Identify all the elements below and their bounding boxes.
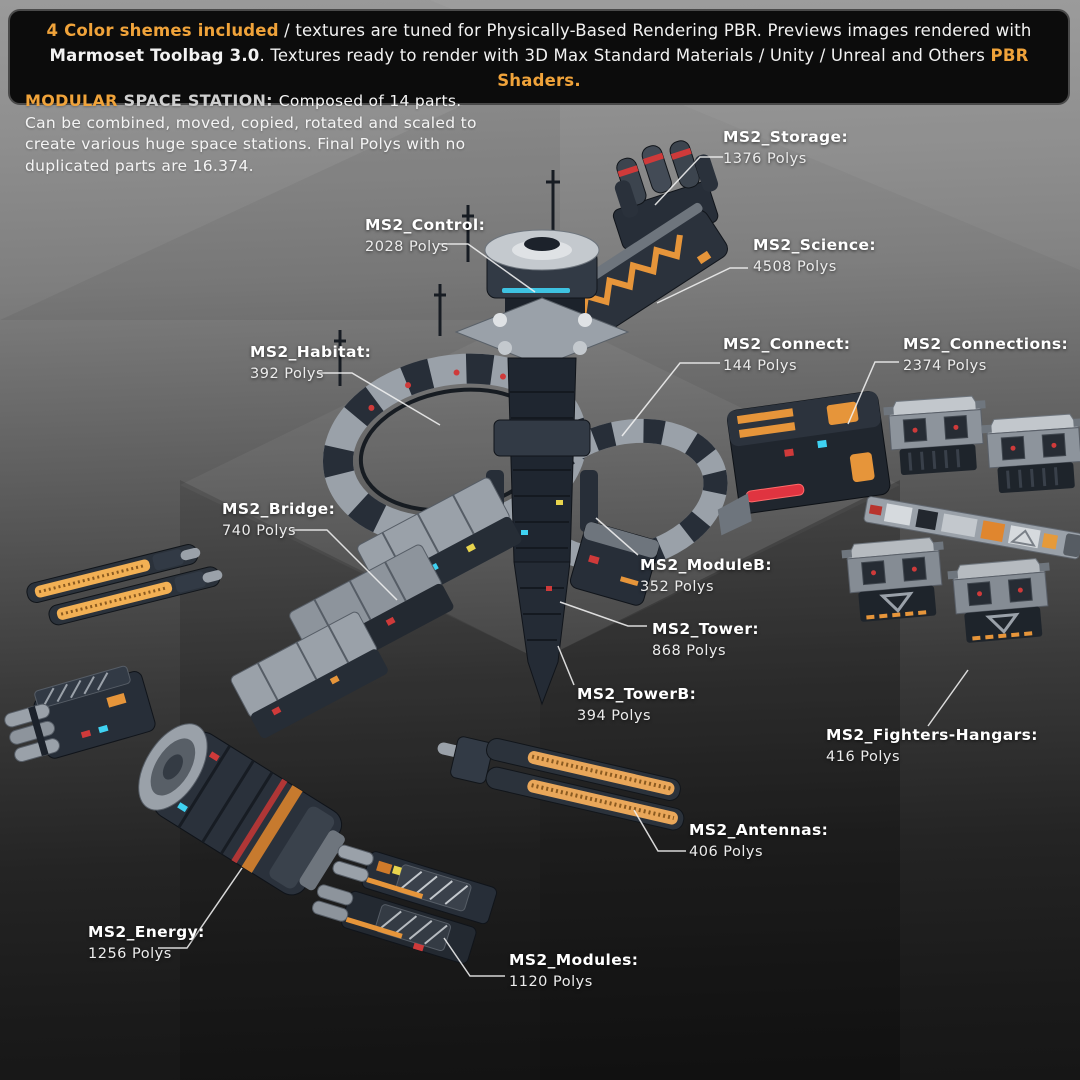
part-polycount: 352 Polys	[640, 579, 715, 595]
intro-text: MODULAR SPACE STATION: Composed of 14 pa…	[25, 90, 480, 178]
part-name: MS2_Storage:	[723, 128, 849, 146]
text-run: Marmoset Toolbag 3.0	[49, 45, 260, 65]
part-label-bridge: MS2_Bridge: 740 Polys	[222, 500, 335, 539]
part-label-connections: MS2_Connections: 2374 Polys	[903, 335, 1068, 374]
part-polycount: 1376 Polys	[723, 151, 807, 167]
part-label-control: MS2_Control: 2028 Polys	[365, 216, 485, 255]
part-polycount: 868 Polys	[652, 643, 727, 659]
part-render-antennas	[437, 736, 685, 831]
part-render-storage	[612, 140, 719, 250]
part-label-connect: MS2_Connect: 144 Polys	[723, 335, 850, 374]
part-name: MS2_Habitat:	[250, 343, 372, 361]
text-run: PBR Shaders.	[497, 45, 1029, 90]
part-name: MS2_Tower:	[652, 620, 759, 638]
part-render-connections-beam	[863, 496, 1080, 560]
part-polycount: 394 Polys	[577, 708, 652, 724]
part-polycount: 4508 Polys	[753, 259, 837, 275]
part-render-module-left	[4, 665, 156, 763]
part-render-hangars	[841, 395, 1080, 643]
part-label-tower: MS2_Tower: 868 Polys	[652, 620, 759, 659]
text-run: 4 Color shemes included	[46, 21, 279, 40]
part-polycount: 144 Polys	[723, 358, 798, 374]
text-run: / textures are tuned for Physically-Base…	[278, 21, 1032, 40]
text-run: SPACE STATION:	[117, 91, 279, 110]
part-render-tower	[486, 357, 598, 706]
part-label-storage: MS2_Storage: 1376 Polys	[723, 128, 848, 167]
info-banner: 4 Color shemes included / textures are t…	[8, 9, 1070, 106]
part-name: MS2_TowerB:	[577, 685, 697, 703]
text-run: . Textures ready to render with 3D Max S…	[259, 45, 991, 65]
part-polycount: 740 Polys	[222, 523, 297, 539]
part-name: MS2_Modules:	[509, 951, 639, 969]
part-label-fighters: MS2_Fighters-Hangars: 416 Polys	[826, 726, 1038, 765]
part-polycount: 1256 Polys	[88, 946, 172, 962]
part-render-antenna-left	[26, 544, 223, 626]
part-name: MS2_Science:	[753, 236, 877, 254]
part-render-modules	[312, 844, 498, 964]
part-label-towerb: MS2_TowerB: 394 Polys	[577, 685, 696, 724]
part-label-modules: MS2_Modules: 1120 Polys	[509, 951, 638, 990]
text-run: MODULAR	[25, 91, 118, 110]
part-render-bridge	[230, 477, 522, 739]
part-label-moduleb: MS2_ModuleB: 352 Polys	[640, 556, 772, 595]
part-polycount: 392 Polys	[250, 366, 325, 382]
part-polycount: 1120 Polys	[509, 974, 593, 990]
part-polycount: 2028 Polys	[365, 239, 449, 255]
part-label-habitat: MS2_Habitat: 392 Polys	[250, 343, 371, 382]
part-name: MS2_ModuleB:	[640, 556, 772, 574]
part-name: MS2_Connections:	[903, 335, 1069, 353]
part-label-energy: MS2_Energy: 1256 Polys	[88, 923, 205, 962]
part-label-science: MS2_Science: 4508 Polys	[753, 236, 876, 275]
part-name: MS2_Fighters-Hangars:	[826, 726, 1038, 744]
part-name: MS2_Connect:	[723, 335, 851, 353]
part-name: MS2_Control:	[365, 216, 486, 234]
part-render-energy	[138, 723, 345, 896]
part-polycount: 406 Polys	[689, 844, 764, 860]
part-label-antennas: MS2_Antennas: 406 Polys	[689, 821, 828, 860]
part-name: MS2_Bridge:	[222, 500, 336, 518]
text-run: Composed of 14 parts. Can be combined, m…	[25, 92, 477, 176]
part-polycount: 416 Polys	[826, 749, 901, 765]
part-render-masts	[334, 170, 560, 386]
part-name: MS2_Energy:	[88, 923, 205, 941]
part-name: MS2_Antennas:	[689, 821, 829, 839]
part-polycount: 2374 Polys	[903, 358, 987, 374]
